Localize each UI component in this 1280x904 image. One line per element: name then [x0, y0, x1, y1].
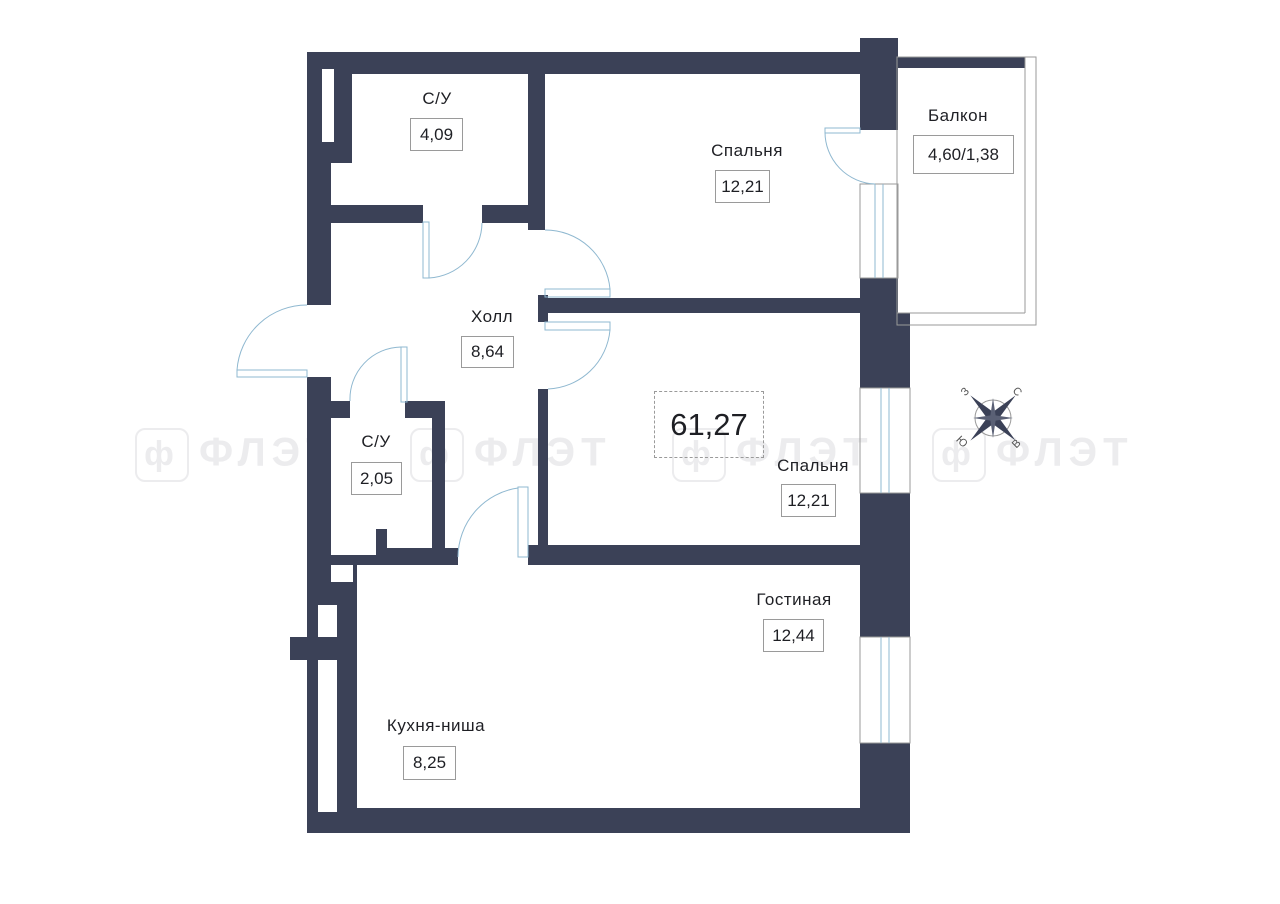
room-name: Спальня — [711, 141, 783, 160]
room-area: 12,21 — [715, 170, 770, 203]
wall-windows — [318, 69, 376, 812]
room-area: 4,09 — [410, 118, 463, 151]
watermark-logo: ф — [672, 428, 726, 482]
room-name: Холл — [470, 307, 514, 326]
room-name: Кухня-ниша — [386, 716, 486, 735]
watermark-text: ФЛЭТ — [996, 430, 1134, 475]
room-name: С/У — [422, 89, 452, 108]
room-area: 8,64 — [461, 336, 514, 368]
watermark-text: ФЛЭТ — [736, 430, 874, 475]
room-area: 4,60/1,38 — [913, 135, 1014, 174]
room-area: 12,21 — [781, 484, 836, 517]
room-name: Гостиная — [756, 590, 832, 609]
compass-rose-icon — [970, 395, 1016, 441]
window-glass — [874, 184, 890, 743]
windows — [859, 56, 1037, 744]
watermark-logo: ф — [932, 428, 986, 482]
total-area: 61,27 — [654, 391, 764, 458]
watermark-logo: ф — [135, 428, 189, 482]
doors — [236, 127, 876, 558]
room-area: 8,25 — [403, 746, 456, 780]
room-area: 12,44 — [763, 619, 824, 652]
room-name: Балкон — [927, 106, 989, 125]
room-name: С/У — [361, 432, 391, 451]
room-area: 2,05 — [351, 462, 402, 495]
room-name: Спальня — [777, 456, 849, 475]
